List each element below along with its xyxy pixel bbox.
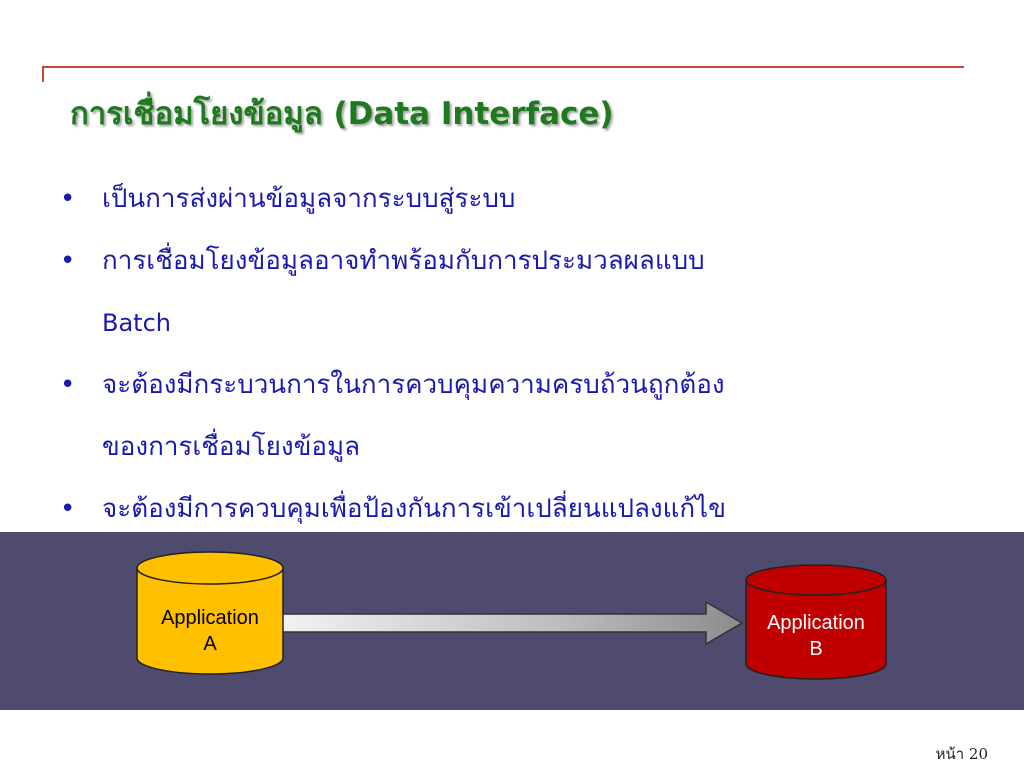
- application-b-cylinder: Application B: [745, 564, 887, 680]
- application-a-label-line2: A: [203, 633, 217, 655]
- bullet-continuation: ของการเชื่อมโยงข้อมูล: [102, 432, 361, 462]
- bullet-symbol: •: [60, 494, 76, 524]
- bullet-continuation: Batch: [102, 309, 171, 337]
- application-a-label-line1: Application: [161, 607, 259, 629]
- title-divider-line: [42, 66, 964, 68]
- bullet-text: เป็นการส่งผ่านข้อมูลจากระบบสู่ระบบ: [102, 184, 516, 214]
- application-b-label-line2: B: [809, 638, 822, 660]
- title-divider-tick: [42, 66, 44, 82]
- bullet-symbol: •: [60, 184, 76, 214]
- bullet-symbol: •: [60, 246, 76, 276]
- bullet-item: • เป็นการส่งผ่านข้อมูลจากระบบสู่ระบบ: [60, 168, 990, 230]
- data-flow-diagram: Application A Application B: [136, 551, 887, 680]
- bullet-text: จะต้องมีกระบวนการในการควบคุมความครบถ้วนถ…: [102, 370, 725, 400]
- bullet-text: จะต้องมีการควบคุมเพื่อป้องกันการเข้าเปลี…: [102, 494, 726, 524]
- flow-arrow: [281, 600, 744, 646]
- bullet-list: • เป็นการส่งผ่านข้อมูลจากระบบสู่ระบบ • ก…: [60, 168, 990, 540]
- bullet-item: • การเชื่อมโยงข้อมูลอาจทำพร้อมกับการประม…: [60, 230, 990, 292]
- bullet-item: • จะต้องมีการควบคุมเพื่อป้องกันการเข้าเป…: [60, 478, 990, 540]
- page-number: หน้า 20: [935, 745, 988, 763]
- application-b-label-line1: Application: [767, 612, 865, 634]
- bullet-text: การเชื่อมโยงข้อมูลอาจทำพร้อมกับการประมวล…: [102, 246, 705, 276]
- application-a-cylinder: Application A: [136, 551, 284, 675]
- bullet-item: • จะต้องมีกระบวนการในการควบคุมความครบถ้ว…: [60, 354, 990, 416]
- bullet-symbol: •: [60, 370, 76, 400]
- diagram-panel: Application A Application B: [0, 532, 1024, 710]
- slide-title: การเชื่อมโยงข้อมูล (Data Interface): [70, 96, 614, 132]
